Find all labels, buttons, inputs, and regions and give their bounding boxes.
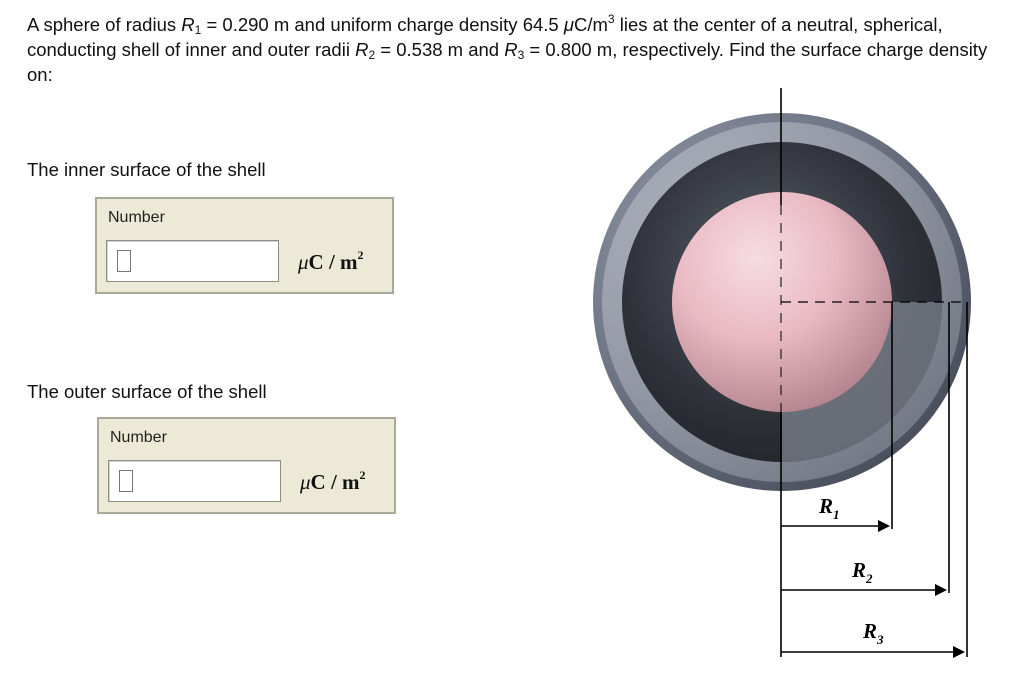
r1-label: R1 (818, 494, 840, 522)
answer-box-inner-surface: Number μC / m2 (95, 197, 394, 294)
inner-surface-input[interactable] (106, 240, 279, 282)
r3-arrowhead (953, 646, 965, 658)
r2-arrowhead (935, 584, 947, 596)
answer-box-outer-surface: Number μC / m2 (97, 417, 396, 514)
r2-label: R2 (851, 558, 873, 586)
number-label: Number (108, 209, 165, 226)
r1-arrowhead (878, 520, 890, 532)
number-label: Number (110, 429, 167, 446)
unit-label: μC / m2 (300, 468, 366, 494)
question-inner-surface-label: The inner surface of the shell (27, 159, 266, 180)
input-cursor (117, 250, 131, 272)
outer-surface-input[interactable] (108, 460, 281, 502)
unit-label: μC / m2 (298, 248, 364, 274)
sphere-shell-diagram: R1 R2 R3 (593, 88, 971, 658)
r3-label: R3 (862, 619, 884, 647)
question-outer-surface-label: The outer surface of the shell (27, 381, 267, 402)
input-cursor (119, 470, 133, 492)
problem-statement: A sphere of radius R1 = 0.290 m and unif… (27, 12, 988, 85)
